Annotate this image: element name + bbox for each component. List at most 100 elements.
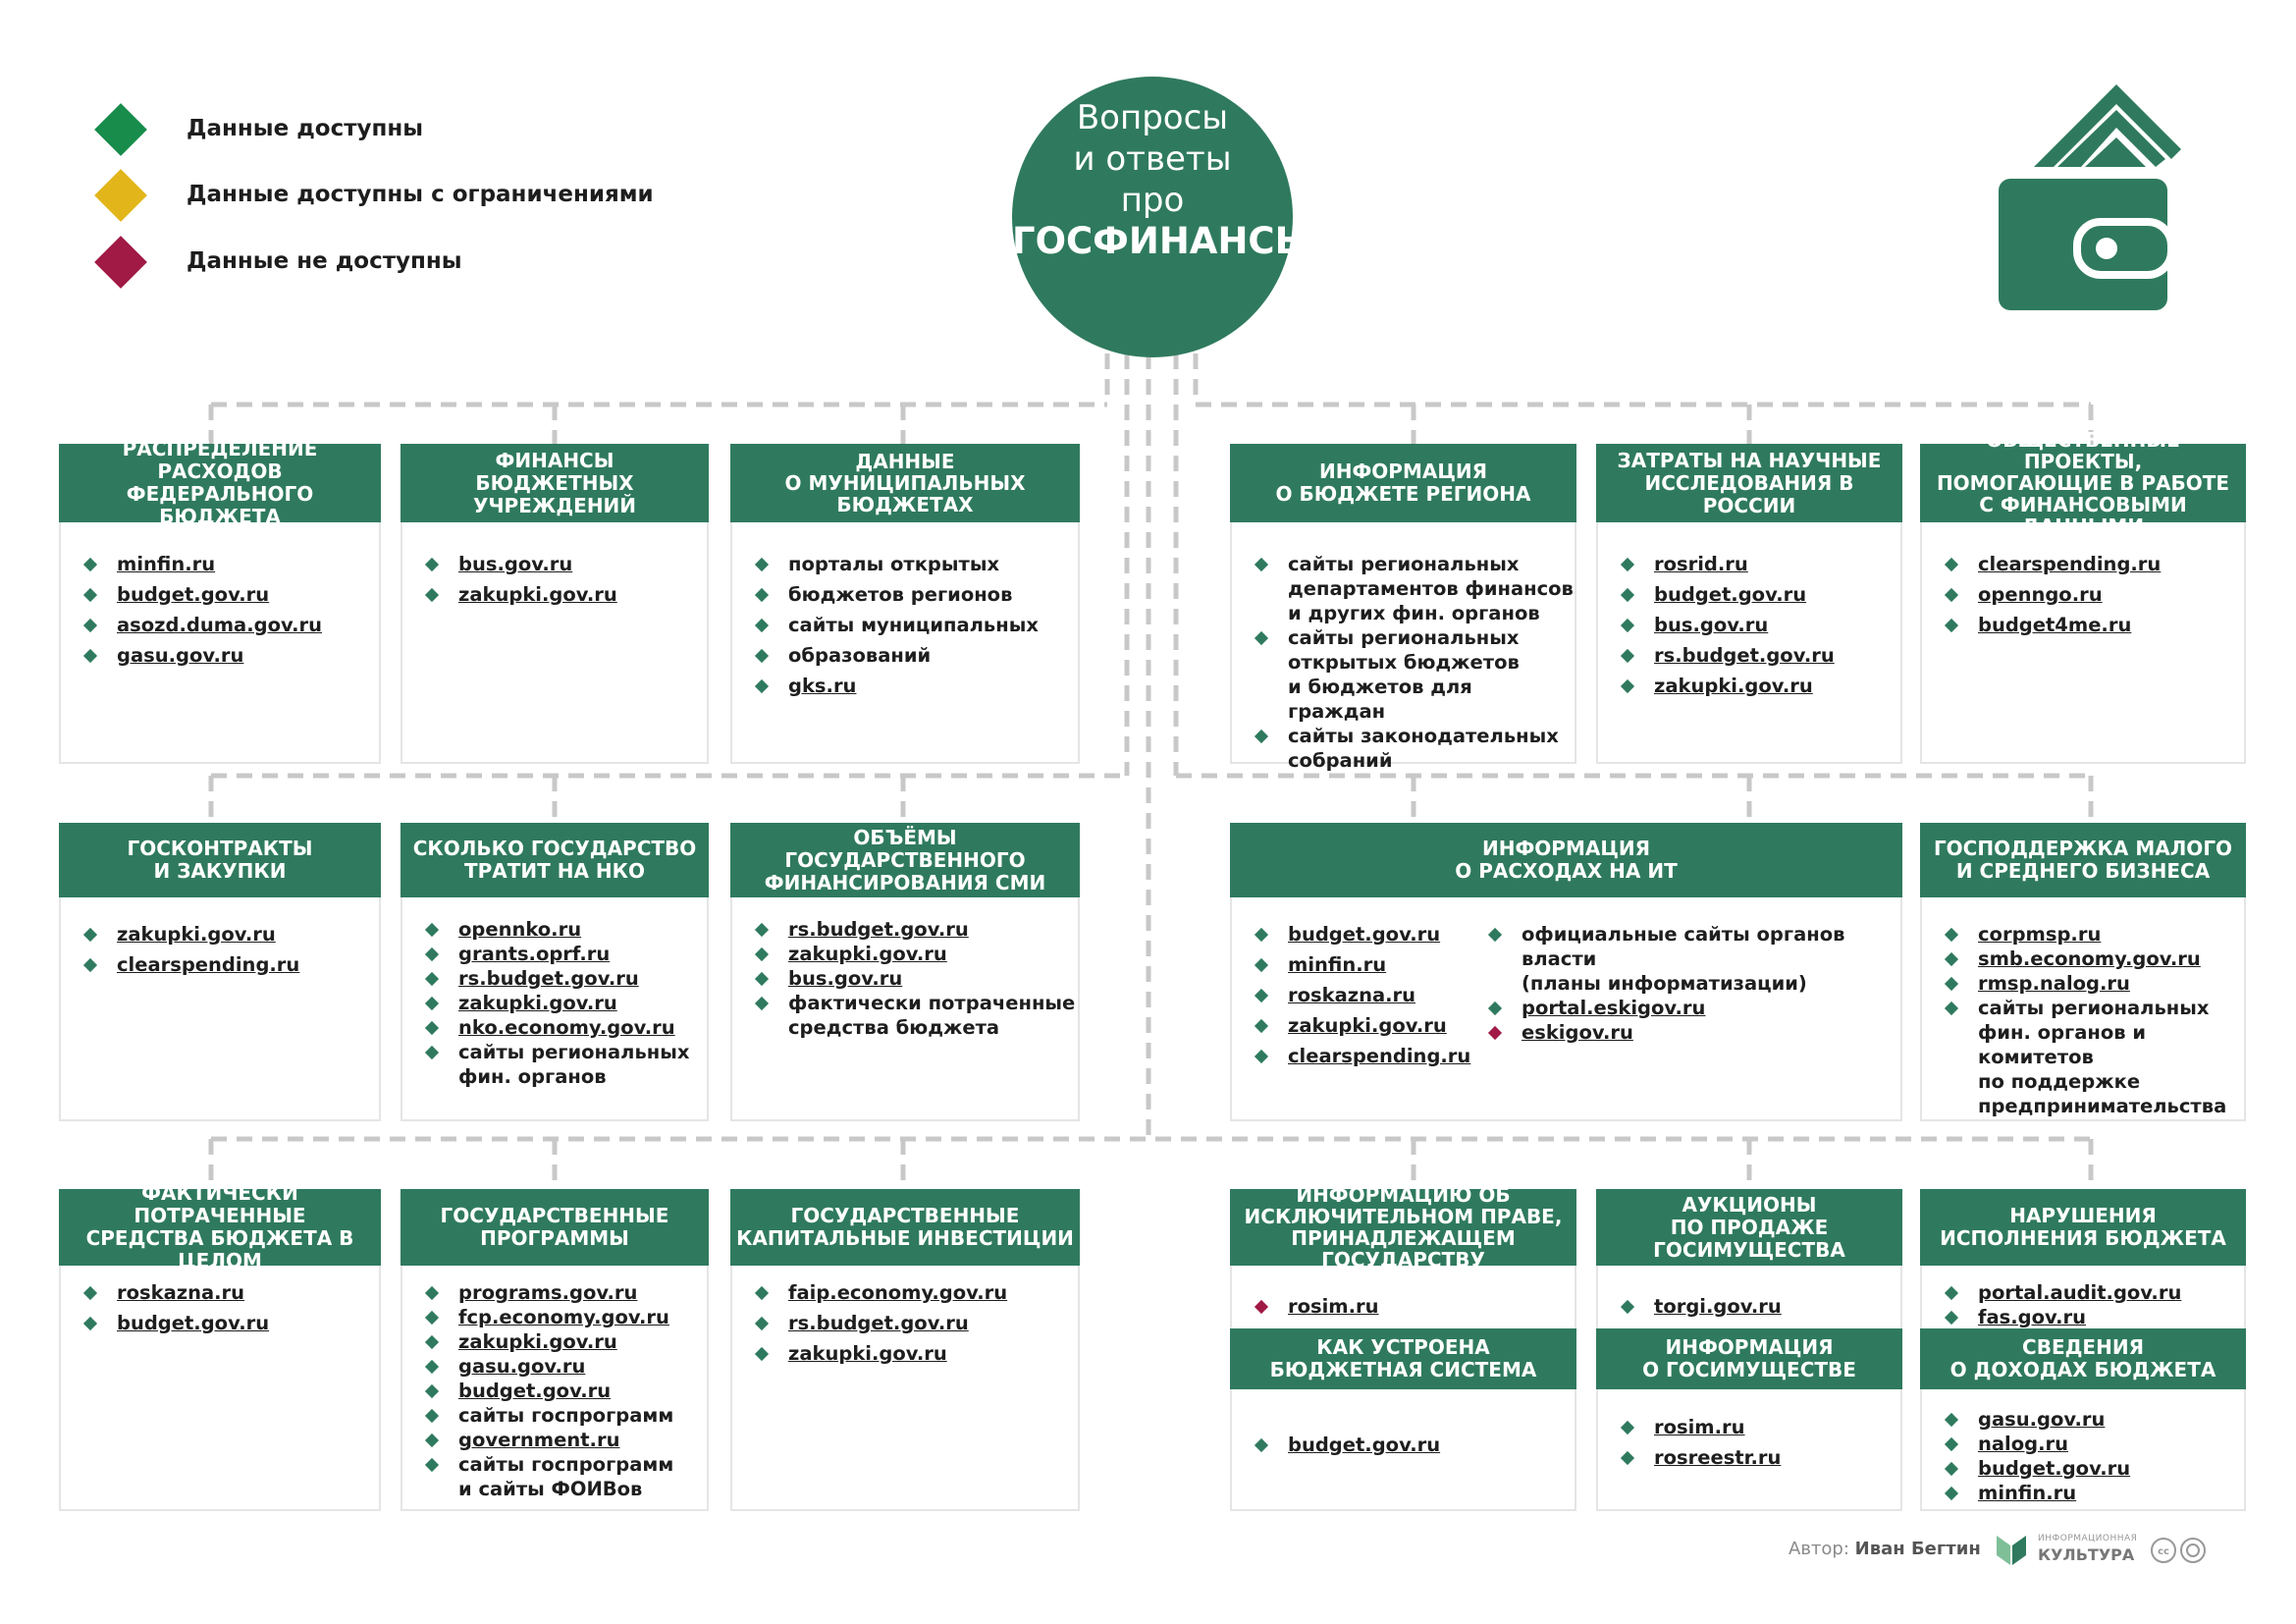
list-item: предпринимательства bbox=[1942, 1094, 2244, 1118]
site-link[interactable]: rosrid.ru bbox=[1618, 552, 1835, 576]
site-list: bus.gov.ru zakupki.gov.ru bbox=[422, 552, 617, 613]
site-link[interactable]: openngo.ru bbox=[1942, 582, 2161, 607]
site-link[interactable]: minfin.ru bbox=[1942, 1481, 2130, 1505]
header-line: И ЗАКУПКИ bbox=[153, 859, 287, 883]
site-link[interactable]: opennko.ru bbox=[422, 917, 689, 942]
list-item: сайты региональных bbox=[1252, 552, 1575, 576]
green-diamond-bullet-icon bbox=[1944, 1310, 1959, 1326]
green-diamond-bullet-icon bbox=[82, 927, 98, 943]
site-link[interactable]: portal.audit.gov.ru bbox=[1942, 1280, 2181, 1305]
site-link[interactable]: rosreestr.ru bbox=[1618, 1445, 1781, 1470]
green-diamond-bullet-icon bbox=[754, 587, 770, 603]
header-line: ГОСУДАРСТВЕННЫЕ bbox=[790, 1204, 1020, 1227]
site-link[interactable]: roskazna.ru bbox=[1252, 983, 1470, 1007]
site-link[interactable]: bus.gov.ru bbox=[422, 552, 617, 576]
site-link[interactable]: budget.gov.ru bbox=[1252, 1433, 1440, 1457]
list-item: по поддержке bbox=[1942, 1069, 2244, 1094]
item-text: torgi.gov.ru bbox=[1654, 1295, 1782, 1318]
header-line: БЮДЖЕТНЫХ УЧРЕЖДЕНИЙ bbox=[472, 470, 637, 517]
green-diamond-bullet-icon bbox=[1620, 678, 1635, 694]
green-diamond-bullet-icon bbox=[1254, 927, 1269, 943]
green-diamond-bullet-icon bbox=[424, 971, 440, 987]
site-link[interactable]: portal.eskigov.ru bbox=[1485, 996, 1900, 1020]
item-text: rs.budget.gov.ru bbox=[1654, 644, 1835, 667]
green-diamond-bullet-icon bbox=[424, 1408, 440, 1424]
title-line: и ответы bbox=[1073, 139, 1232, 179]
site-link[interactable]: rmsp.nalog.ru bbox=[1942, 971, 2244, 996]
site-link[interactable]: zakupki.gov.ru bbox=[1618, 674, 1835, 698]
site-link[interactable]: clearspending.ru bbox=[1942, 552, 2161, 576]
site-link[interactable]: rs.budget.gov.ru bbox=[752, 1311, 1007, 1335]
item-text: сайты госпрограмм bbox=[458, 1453, 674, 1476]
green-diamond-bullet-icon bbox=[1620, 1450, 1635, 1466]
list-item: порталы открытых bbox=[752, 552, 1039, 576]
site-link[interactable]: fas.gov.ru bbox=[1942, 1305, 2181, 1329]
site-link[interactable]: budget.gov.ru bbox=[80, 582, 322, 607]
list-item: сайты госпрограмм bbox=[422, 1403, 673, 1428]
header-line: ИССЛЕДОВАНИЯ В РОССИИ bbox=[1644, 470, 1854, 517]
site-link[interactable]: rs.budget.gov.ru bbox=[1618, 643, 1835, 668]
site-link[interactable]: grants.oprf.ru bbox=[422, 942, 689, 966]
site-link[interactable]: bus.gov.ru bbox=[1618, 613, 1835, 637]
site-link[interactable]: programs.gov.ru bbox=[422, 1280, 673, 1305]
site-link[interactable]: zakupki.gov.ru bbox=[752, 942, 1075, 966]
header-line: ДАННЫЕ bbox=[855, 450, 955, 473]
site-link[interactable]: rs.budget.gov.ru bbox=[752, 917, 1075, 942]
site-link[interactable]: eskigov.ru bbox=[1485, 1020, 1900, 1045]
site-link[interactable]: clearspending.ru bbox=[80, 952, 299, 977]
site-link[interactable]: torgi.gov.ru bbox=[1618, 1294, 1782, 1319]
site-link[interactable]: budget.gov.ru bbox=[1942, 1456, 2130, 1481]
site-link[interactable]: clearspending.ru bbox=[1252, 1044, 1470, 1068]
site-link[interactable]: rosim.ru bbox=[1252, 1294, 1379, 1319]
header-line: ГОСПОДДЕРЖКА МАЛОГО bbox=[1933, 837, 2233, 860]
site-link[interactable]: gasu.gov.ru bbox=[80, 643, 322, 668]
site-link[interactable]: smb.economy.gov.ru bbox=[1942, 947, 2244, 971]
site-link[interactable]: minfin.ru bbox=[80, 552, 322, 576]
site-link[interactable]: gks.ru bbox=[752, 674, 1039, 698]
site-link[interactable]: gasu.gov.ru bbox=[422, 1354, 673, 1379]
item-text: openngo.ru bbox=[1978, 583, 2103, 606]
site-link[interactable]: roskazna.ru bbox=[80, 1280, 269, 1305]
site-link[interactable]: zakupki.gov.ru bbox=[1252, 1013, 1470, 1038]
item-text: bus.gov.ru bbox=[788, 967, 903, 990]
site-link[interactable]: zakupki.gov.ru bbox=[422, 1329, 673, 1354]
site-link[interactable]: budget.gov.ru bbox=[1252, 922, 1470, 947]
site-link[interactable]: faip.economy.gov.ru bbox=[752, 1280, 1007, 1305]
green-diamond-bullet-icon bbox=[1944, 927, 1959, 943]
site-link[interactable]: zakupki.gov.ru bbox=[422, 991, 689, 1015]
green-diamond-bullet-icon bbox=[424, 587, 440, 603]
site-link[interactable]: nalog.ru bbox=[1942, 1432, 2130, 1456]
site-link[interactable]: asozd.duma.gov.ru bbox=[80, 613, 322, 637]
list-item: сайты госпрограмм bbox=[422, 1452, 673, 1477]
header-line: О ДОХОДАХ БЮДЖЕТА bbox=[1949, 1358, 2216, 1381]
site-link[interactable]: zakupki.gov.ru bbox=[752, 1341, 1007, 1366]
site-link[interactable]: budget.gov.ru bbox=[422, 1379, 673, 1403]
item-text: zakupki.gov.ru bbox=[1654, 675, 1813, 697]
item-text: minfin.ru bbox=[1978, 1482, 2077, 1504]
site-link[interactable]: budget.gov.ru bbox=[80, 1311, 269, 1335]
site-link[interactable]: rs.budget.gov.ru bbox=[422, 966, 689, 991]
green-diamond-bullet-icon bbox=[424, 1359, 440, 1375]
green-diamond-bullet-icon bbox=[754, 618, 770, 633]
green-diamond-bullet-icon bbox=[754, 1316, 770, 1331]
site-link[interactable]: zakupki.gov.ru bbox=[80, 922, 299, 947]
item-text: fcp.economy.gov.ru bbox=[458, 1306, 669, 1328]
site-link[interactable]: bus.gov.ru bbox=[752, 966, 1075, 991]
site-link[interactable]: fcp.economy.gov.ru bbox=[422, 1305, 673, 1329]
item-text: zakupki.gov.ru bbox=[458, 992, 617, 1014]
site-link[interactable]: nko.economy.gov.ru bbox=[422, 1015, 689, 1040]
site-link[interactable]: rosim.ru bbox=[1618, 1415, 1781, 1439]
item-text: faip.economy.gov.ru bbox=[788, 1281, 1008, 1304]
site-link[interactable]: government.ru bbox=[422, 1428, 673, 1452]
site-link[interactable]: gasu.gov.ru bbox=[1942, 1407, 2130, 1432]
site-link[interactable]: zakupki.gov.ru bbox=[422, 582, 617, 607]
site-link[interactable]: budget.gov.ru bbox=[1618, 582, 1835, 607]
site-link[interactable]: corpmsp.ru bbox=[1942, 922, 2244, 947]
site-link[interactable]: budget4me.ru bbox=[1942, 613, 2161, 637]
item-text: rosim.ru bbox=[1288, 1295, 1379, 1318]
site-link[interactable]: minfin.ru bbox=[1252, 952, 1470, 977]
